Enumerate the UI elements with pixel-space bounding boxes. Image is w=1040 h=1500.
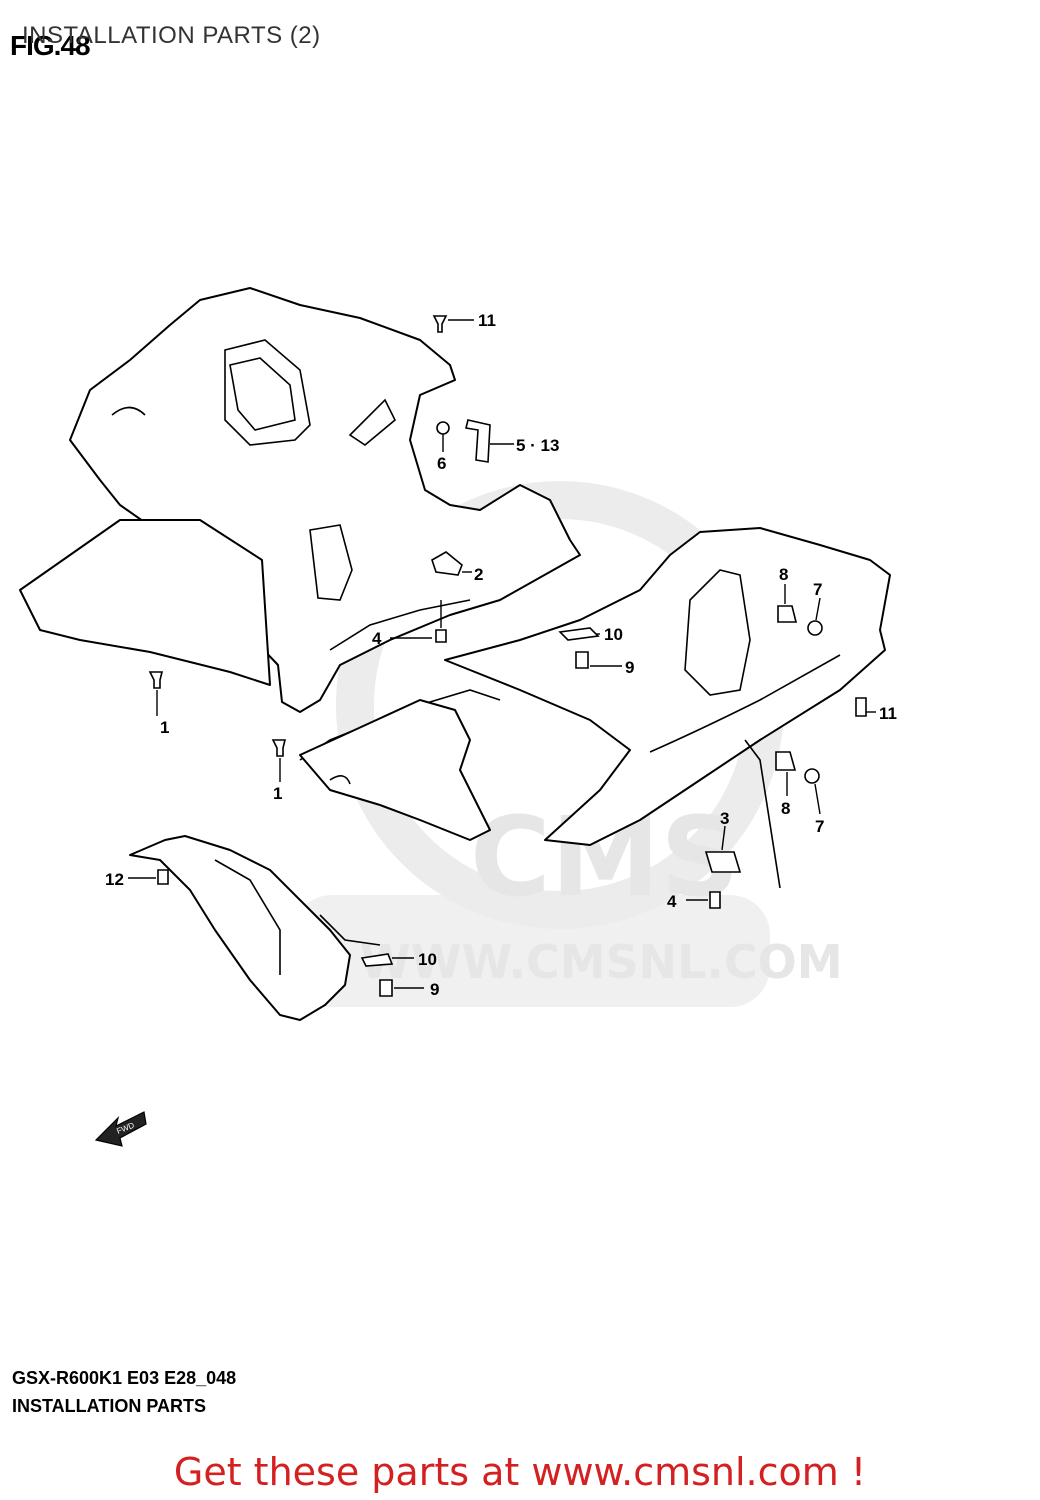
callouts: 11 5 · 13 6 2 4 1 1 8 7 10 9 11 8 7 3 4 … [105, 311, 897, 999]
grommet-icon [777, 605, 798, 623]
screw-icon [271, 739, 287, 757]
screw-icon [807, 620, 823, 636]
callout-9: 9 [625, 658, 634, 677]
screw-icon [379, 979, 393, 997]
bolt-icon [709, 891, 721, 909]
watermark-plate [292, 895, 770, 1007]
callout-7: 7 [813, 580, 822, 599]
callout-10: 10 [418, 950, 437, 969]
front-under-cowl [129, 835, 381, 1021]
model-code: GSX-R600K1 E03 E28_048 [12, 1368, 237, 1388]
callout-8: 8 [779, 565, 788, 584]
callout-7: 7 [815, 817, 824, 836]
clip-icon [558, 627, 600, 641]
page-title: INSTALLATION PARTS (2) [22, 22, 321, 49]
callout-8: 8 [781, 799, 790, 818]
forward-direction-arrow: FWD [94, 1111, 147, 1147]
callout-5-13: 5 · 13 [516, 436, 559, 455]
clip-icon [360, 953, 394, 967]
bolt-icon [435, 629, 447, 643]
clip-icon [431, 551, 463, 576]
grommet-icon [775, 751, 797, 771]
callout-1: 1 [273, 784, 282, 803]
screw-icon [575, 651, 589, 669]
callout-12: 12 [105, 870, 124, 889]
leader-lines [128, 319, 876, 989]
callout-1: 1 [160, 718, 169, 737]
promo-link[interactable]: Get these parts at www.cmsnl.com ! [173, 1450, 867, 1494]
arrow-icon [94, 1111, 147, 1147]
screw-icon [804, 768, 820, 784]
lower-center-panel [299, 699, 491, 841]
footer-caption: INSTALLATION PARTS [12, 1396, 206, 1416]
clip-icon [704, 851, 742, 873]
watermark-url-text: WWW.CMSNL.COM [360, 935, 843, 989]
bolt-icon [436, 421, 450, 435]
bolt-icon [157, 869, 169, 885]
callout-11: 11 [478, 311, 496, 330]
callout-11: 11 [879, 704, 897, 723]
callout-9: 9 [430, 980, 439, 999]
callout-4: 4 [667, 892, 677, 911]
lower-left-panel [19, 519, 271, 686]
hardware [148, 315, 867, 997]
callout-10: 10 [604, 625, 623, 644]
callout-6: 6 [437, 454, 446, 473]
callout-4: 4 [372, 629, 382, 648]
callout-2: 2 [474, 565, 483, 584]
screw-icon [432, 315, 448, 333]
callout-3: 3 [720, 809, 729, 828]
bolt-icon [855, 697, 867, 717]
screw-icon [148, 671, 164, 689]
bracket-icon [465, 419, 491, 463]
figure-number: FIG.48 [10, 30, 91, 61]
